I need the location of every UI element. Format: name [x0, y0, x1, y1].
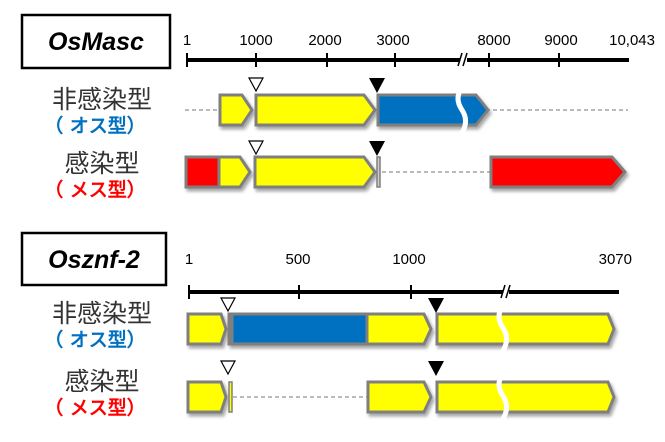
filled-triangle-marker [369, 78, 385, 93]
row-label: 非感染型 [52, 85, 152, 114]
filled-triangle-marker [369, 141, 385, 156]
exon [376, 156, 381, 188]
panel-osznf-2: Osznf-2 1 500 1000 3070 非感染型 （ オス型） 感染型 [20, 231, 632, 424]
exon [435, 380, 616, 414]
break-mark [496, 372, 509, 424]
open-triangle-marker [219, 297, 237, 313]
exon [435, 312, 616, 346]
gene-name: OsMasc [48, 28, 144, 56]
tick-label: 3000 [376, 32, 409, 49]
break-mark [455, 86, 468, 138]
tick-label: 10,043 [609, 32, 655, 49]
scale-axis: 1 500 1000 3070 [185, 251, 632, 299]
gene-name-box [20, 231, 168, 287]
tick-label: 500 [285, 251, 310, 268]
exon [489, 155, 627, 189]
tick-label: 9000 [544, 32, 577, 49]
scale-axis: 1 1000 2000 3000 8000 9000 10,043 [183, 32, 655, 67]
row-sublabel-male: （ オス型） [44, 328, 146, 351]
exon [253, 155, 377, 189]
row-sublabel-female: （ メス型） [44, 178, 146, 201]
exon [186, 312, 228, 346]
open-triangle-marker [247, 140, 265, 156]
tick-label: 1 [183, 32, 191, 49]
exon [186, 380, 228, 414]
tick-label: 3070 [599, 251, 632, 268]
filled-triangle-marker [428, 361, 444, 376]
open-triangle-marker [247, 77, 265, 93]
exon [184, 155, 252, 189]
open-triangle-marker [219, 360, 237, 376]
gene-name-box [20, 13, 172, 70]
tick-label: 8000 [477, 32, 510, 49]
row-sublabel-female: （ メス型） [44, 396, 146, 419]
tick-label: 1000 [392, 251, 425, 268]
panel-osmasc: OsMasc 1 1000 2000 3000 8000 9000 10,043… [20, 13, 655, 201]
tick-label: 1 [185, 251, 193, 268]
exon [376, 93, 490, 127]
break-mark [496, 304, 509, 356]
exon [218, 93, 254, 127]
exon [227, 312, 433, 346]
row-sublabel-male: （ オス型） [44, 114, 146, 137]
row-label: 非感染型 [52, 299, 152, 328]
exon [254, 93, 377, 127]
row-label: 感染型 [64, 367, 139, 396]
exon [228, 381, 233, 413]
exon [366, 380, 433, 414]
gene-name: Osznf-2 [48, 246, 140, 274]
tick-label: 2000 [308, 32, 341, 49]
tick-label: 1000 [239, 32, 272, 49]
filled-triangle-marker [428, 298, 444, 313]
row-label: 感染型 [64, 149, 139, 178]
